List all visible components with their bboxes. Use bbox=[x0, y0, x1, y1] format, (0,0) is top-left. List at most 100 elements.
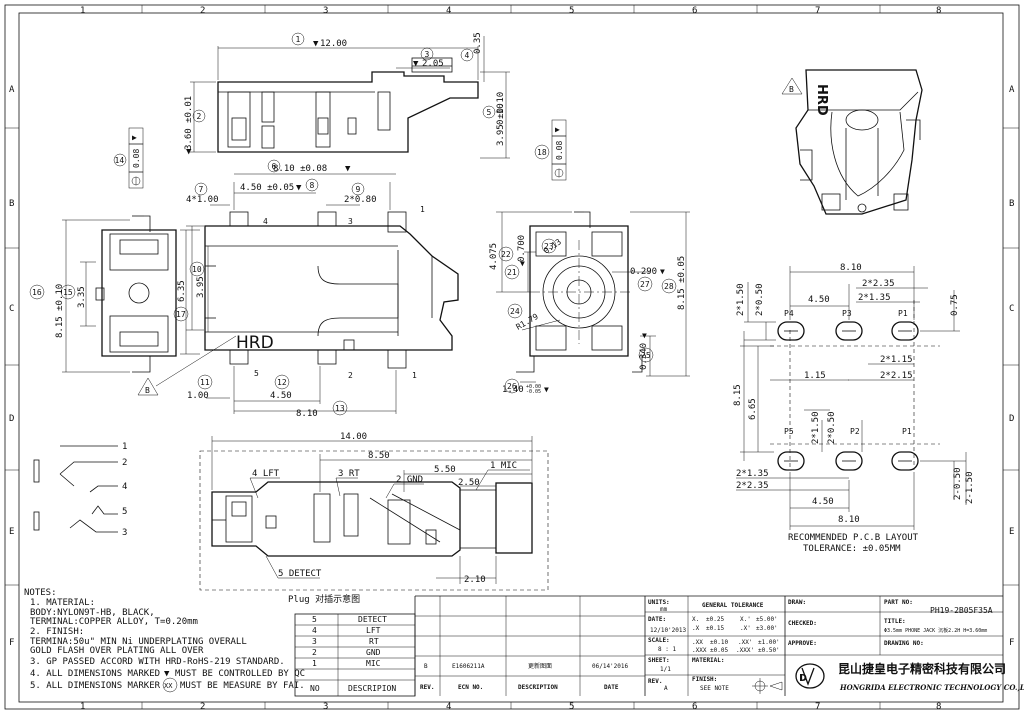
schematic-pin: 1 bbox=[122, 442, 127, 452]
checked-label: CHECKED: bbox=[788, 620, 817, 627]
tol-cell: ±0.15 bbox=[706, 625, 724, 632]
tol-cell: X. bbox=[692, 616, 699, 623]
qc-marker: ▼ bbox=[164, 669, 170, 679]
dim-14-00: 14.00 bbox=[340, 432, 367, 442]
tol-cell: ±3.00' bbox=[756, 625, 778, 632]
dim-2x1-50: 2*1.50 bbox=[736, 283, 746, 316]
date-label: DATE: bbox=[648, 616, 666, 623]
dim-2x1-15: 2*1.15 bbox=[880, 355, 913, 365]
balloon: 3 bbox=[425, 50, 430, 59]
pin-label: 1 bbox=[412, 371, 417, 380]
tol-cell: ±0.25 bbox=[706, 616, 724, 623]
tol-cell: .XXX' bbox=[736, 647, 754, 654]
balloon: 18 bbox=[537, 148, 547, 157]
plug-view-title: Plug 对插示意图 bbox=[288, 593, 360, 605]
dim-0-35: 0.35 bbox=[473, 32, 483, 54]
tol-cell: X.' bbox=[740, 616, 751, 623]
qc-marker: ▼ bbox=[345, 164, 351, 174]
dim-0-08: 0.08 bbox=[132, 149, 141, 168]
col-label: 2 bbox=[200, 702, 205, 712]
qc-marker: ▼ bbox=[296, 183, 302, 193]
flag-mark: ▶ bbox=[555, 125, 560, 134]
drawing-title: Φ3.5mm PHONE JACK 沉板2.2H H=3.60mm bbox=[884, 627, 987, 634]
col-label: 8 bbox=[936, 6, 941, 16]
qc-marker: ▼ bbox=[313, 39, 319, 49]
scale: 8 : 1 bbox=[658, 646, 676, 653]
pin-label: 1 bbox=[420, 205, 425, 214]
company-block: ᴅ 昆山捷皇电子精密科技有限公司 HONGRIDA ELECTRONIC TEC… bbox=[795, 661, 1024, 692]
dim-6-35: 6.35 bbox=[177, 280, 187, 302]
col-label: 1 bbox=[80, 6, 85, 16]
pin-schematic: 1 2 4 5 3 bbox=[33, 442, 127, 538]
col-label: 4 bbox=[446, 702, 451, 712]
part-number: PH19-2B05F35A bbox=[930, 606, 993, 615]
rev-date: 06/14'2016 bbox=[592, 663, 629, 670]
dim-2x0-80: 2*0.80 bbox=[344, 195, 377, 205]
dim-0-340: 0.340 bbox=[639, 343, 649, 370]
dim-1-15: 1.15 bbox=[804, 371, 826, 381]
pin-desc: MIC bbox=[366, 659, 381, 668]
row-label: B bbox=[9, 199, 14, 209]
balloon: 7 bbox=[199, 185, 204, 194]
tol-cell: .XX' bbox=[738, 639, 752, 646]
tol-minus: -0.05 bbox=[526, 389, 541, 395]
qc-marker: ▼ bbox=[544, 385, 549, 394]
drawing-no-label: DRAWING NO: bbox=[884, 640, 924, 647]
row-label: C bbox=[9, 304, 14, 314]
note-line: TERMINAL:COPPER ALLOY, T=0.20mm bbox=[30, 617, 198, 627]
pin-table-header: DESCRIPION bbox=[348, 684, 396, 693]
balloon: 8 bbox=[310, 181, 315, 190]
pin-no: 5 bbox=[312, 615, 317, 624]
date: 12/10'2013 bbox=[650, 627, 687, 634]
bottom-tables bbox=[294, 595, 1003, 697]
dim-0-290: 0.290 bbox=[630, 267, 657, 277]
dim-2x2-15: 2*2.15 bbox=[880, 371, 913, 381]
pad-label: P5 bbox=[784, 427, 794, 436]
grid-column-labels: 1 2 3 4 5 6 7 8 1 2 3 4 5 6 7 8 bbox=[80, 6, 941, 712]
col-label: 4 bbox=[446, 6, 451, 16]
scale-label: SCALE: bbox=[648, 637, 670, 644]
rev-header: DESCRIPTION bbox=[518, 684, 558, 691]
dim-4-50: 4.50 bbox=[812, 497, 834, 507]
dim-8-15: 8.15 ±0.05 bbox=[677, 256, 687, 310]
dim-0-75: 0.75 bbox=[950, 294, 960, 316]
pad-label: P1 bbox=[902, 427, 912, 436]
balloon: 25 bbox=[641, 351, 651, 360]
qc-marker: ▼ bbox=[642, 331, 647, 340]
dim-8-15: 8.15 ±0.10 bbox=[55, 284, 65, 338]
dim-8-10: 8.10 bbox=[296, 409, 318, 419]
tol-cell: ±0.50' bbox=[758, 647, 780, 654]
row-label: A bbox=[9, 85, 15, 95]
balloon: 6 bbox=[272, 162, 277, 171]
dim-4-50: 4.50 bbox=[270, 391, 292, 401]
outer-frame bbox=[4, 4, 1020, 710]
schematic-pin: 5 bbox=[122, 507, 127, 517]
col-label: 3 bbox=[323, 6, 328, 16]
dim-2x1-35: 2*1.35 bbox=[858, 293, 891, 303]
col-label: 7 bbox=[815, 702, 820, 712]
b-flag: B bbox=[789, 85, 794, 94]
note-line: BODY:NYLON9T-HB, BLACK, bbox=[30, 608, 155, 618]
row-label: B bbox=[1009, 199, 1014, 209]
row-label: F bbox=[1009, 638, 1014, 648]
hrd-logo: HRD bbox=[236, 333, 274, 353]
note-line: NOTES: bbox=[24, 588, 57, 598]
pcb-caption: RECOMMENDED P.C.B LAYOUT bbox=[788, 533, 919, 543]
rev-header: ECN NO. bbox=[458, 684, 483, 691]
balloon: 5 bbox=[487, 108, 492, 117]
dim-12-00: 12.00 bbox=[320, 39, 347, 49]
col-label: 2 bbox=[200, 6, 205, 16]
schematic-pin: 2 bbox=[122, 458, 127, 468]
dim-0-10: 0.10 bbox=[496, 103, 506, 125]
dim-8-50: 8.50 bbox=[368, 451, 390, 461]
row-label: F bbox=[9, 638, 14, 648]
title-block: UNITS: mm DATE: 12/10'2013 SCALE: 8 : 1 … bbox=[648, 599, 993, 694]
col-label: 6 bbox=[692, 702, 697, 712]
pin-desc: LFT bbox=[366, 626, 381, 635]
pin-no: 4 bbox=[312, 626, 317, 635]
dim-1-00: 1.00 bbox=[187, 391, 209, 401]
qc-marker: ▼ bbox=[413, 59, 419, 69]
row-label: E bbox=[9, 527, 14, 537]
plug-label: 3 RT bbox=[338, 469, 360, 479]
hrd-logo: HRD bbox=[814, 84, 829, 116]
